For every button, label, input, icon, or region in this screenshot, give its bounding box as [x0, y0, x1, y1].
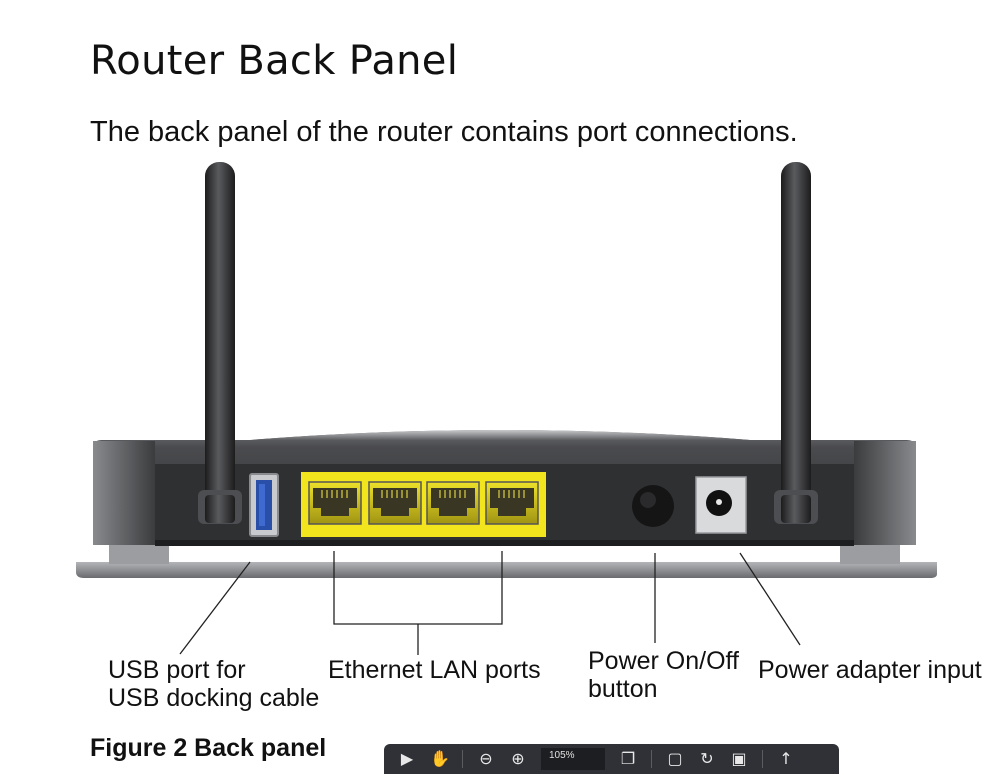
- power-button-callout: Power On/Off button: [588, 647, 739, 703]
- present-icon[interactable]: ▣: [731, 749, 747, 768]
- usb-port: [249, 473, 279, 537]
- power-button-callout-line-1: Power On/Off: [588, 647, 739, 675]
- toolbar-separator: [762, 750, 763, 768]
- rotate-icon[interactable]: ↻: [700, 749, 714, 768]
- hand-icon[interactable]: ✋: [430, 749, 450, 768]
- router-base: [76, 544, 937, 578]
- usb-callout: USB port for USB docking cable: [108, 656, 319, 712]
- usb-callout-line-2: USB docking cable: [108, 684, 320, 712]
- share-icon[interactable]: ↑: [779, 749, 793, 768]
- ethernet-callout: Ethernet LAN ports: [328, 656, 541, 684]
- pointer-icon[interactable]: ▶: [400, 749, 414, 768]
- left-antenna: [198, 162, 242, 524]
- usb-leader-line: [179, 561, 251, 655]
- ethernet-port-2: [368, 481, 422, 525]
- ethernet-port-3: [426, 481, 480, 525]
- toolbar-separator: [462, 750, 463, 768]
- zoom-level-field[interactable]: 105%: [541, 748, 605, 770]
- right-antenna: [774, 162, 818, 524]
- power-button-callout-line-2: button: [588, 675, 658, 703]
- zoom-in-icon[interactable]: ⊕: [511, 749, 525, 768]
- toolbar-separator: [651, 750, 652, 768]
- zoom-out-icon[interactable]: ⊖: [479, 749, 493, 768]
- power-adapter-callout-line-1: Power adapter input: [758, 656, 982, 684]
- ethernet-port-4: [485, 481, 539, 525]
- power-adapter-callout: Power adapter input: [758, 656, 982, 684]
- intro-text: The back panel of the router contains po…: [90, 116, 798, 148]
- ethernet-callout-line-1: Ethernet LAN ports: [328, 656, 541, 684]
- page-icon[interactable]: ❐: [620, 749, 636, 768]
- ethernet-port-1: [308, 481, 362, 525]
- fit-width-icon[interactable]: ▢: [667, 749, 683, 768]
- figure-caption: Figure 2 Back panel: [90, 734, 327, 762]
- power-adapter-jack: [695, 476, 747, 534]
- power-adapter-leader-line: [739, 552, 801, 646]
- page-title: Router Back Panel: [90, 38, 459, 84]
- pdf-viewer-toolbar: ▶ ✋ ⊖ ⊕ 105% ❐ ▢ ↻ ▣ ↑: [384, 744, 839, 774]
- ethernet-port-block: [301, 472, 546, 537]
- usb-callout-line-1: USB port for: [108, 656, 246, 684]
- power-button: [632, 485, 674, 527]
- callout-lines: [179, 551, 801, 655]
- ethernet-bracket: [333, 551, 503, 625]
